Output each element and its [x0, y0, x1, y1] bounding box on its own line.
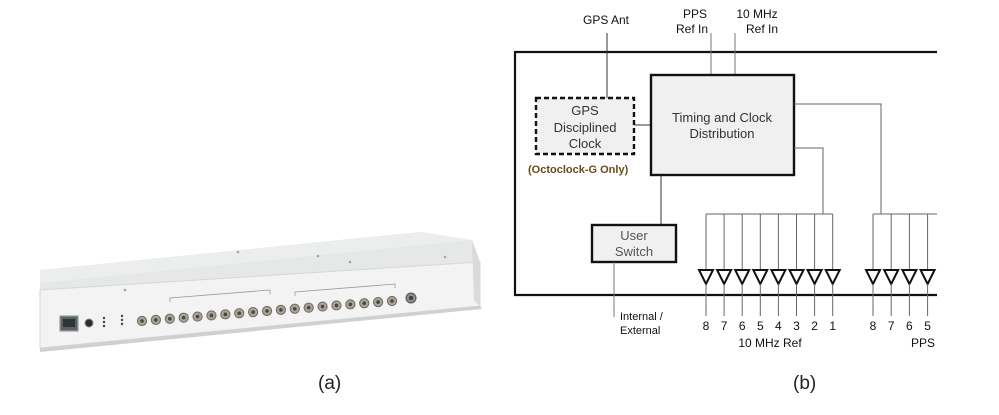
ten-mhz-ref-in-label-1: 10 MHz	[736, 7, 777, 21]
panel-b-block-diagram: GPS Ant PPS Ref In 10 MHz Ref In GPS Dis…	[513, 7, 937, 350]
timing-block-line1: Timing and Clock	[672, 110, 772, 125]
pps-group-bracket	[294, 283, 396, 296]
ten-mhz-output-number: 4	[775, 319, 782, 333]
bnc-connector-core	[306, 305, 311, 310]
switch-block-line1: User	[620, 228, 648, 243]
internal-external-label-1: Internal /	[620, 311, 664, 323]
bnc-connector-core	[390, 299, 394, 303]
bnc-connector-core	[237, 311, 242, 316]
switch-block-line2: Switch	[615, 244, 653, 259]
led-indicator	[120, 318, 124, 322]
timing-block-line2: Distribution	[689, 126, 754, 141]
led-indicator	[120, 314, 124, 318]
bnc-connector-core	[320, 304, 325, 309]
user-switch-knob[interactable]	[84, 318, 94, 328]
ten-mhz-buffer-triangle	[697, 269, 715, 287]
pps-buffer-triangle	[864, 269, 882, 287]
bnc-connector-core	[181, 315, 186, 320]
ten-mhz-buffer-triangle	[769, 269, 788, 287]
caption-a: (a)	[318, 373, 342, 394]
bnc-connectors	[136, 295, 398, 327]
pps-label: PPS	[911, 336, 935, 350]
gps-block-line3: Clock	[569, 136, 602, 151]
enclosure-outline	[513, 50, 937, 297]
bnc-connector-core	[223, 312, 228, 317]
ten-mhz-output-number: 6	[739, 319, 746, 333]
bnc-connector-core	[362, 301, 367, 306]
pps-output-number: 7	[888, 319, 895, 333]
pps-output-number: 6	[906, 319, 913, 333]
led-indicator	[102, 320, 106, 324]
ten-mhz-buffer-triangle	[751, 269, 769, 287]
screw	[316, 254, 320, 258]
caption-b: (b)	[793, 373, 817, 394]
bnc-connector-core	[195, 314, 200, 319]
pps-distribution-wire	[794, 103, 882, 214]
screw	[348, 260, 352, 264]
gps-disciplined-clock-block	[534, 96, 636, 156]
screw	[236, 250, 240, 254]
screw	[123, 288, 127, 292]
led-indicator	[120, 322, 124, 326]
timing-clock-distribution-block	[649, 73, 796, 177]
pps-buffer-triangle	[900, 269, 919, 287]
bnc-connector-core	[167, 316, 172, 321]
device-bottom-shadow	[40, 306, 482, 352]
ten-mhz-buffer-triangle	[805, 269, 824, 287]
ten-mhz-group-bracket	[169, 289, 271, 302]
ten-mhz-output-number: 1	[829, 319, 836, 333]
ten-mhz-buffer-triangle	[733, 269, 751, 287]
pps-output-number: 8	[870, 319, 877, 333]
status-leds	[102, 314, 124, 328]
bnc-connector-core	[154, 318, 158, 322]
pps-buffer-triangle	[882, 269, 900, 287]
device-top-highlight	[40, 232, 472, 283]
device-right-side	[472, 240, 480, 306]
ten-mhz-output-number: 2	[811, 319, 818, 333]
bnc-connector-core	[376, 300, 380, 304]
ten-mhz-ref-label: 10 MHz Ref	[738, 336, 802, 350]
bnc-connector-core	[209, 313, 214, 318]
led-indicator	[102, 316, 106, 320]
pps-output-number: 5	[924, 319, 931, 333]
bnc-connector-core	[348, 302, 353, 307]
led-indicator	[102, 324, 106, 328]
pps-buffer-triangle	[918, 269, 937, 287]
gps-block-line2: Disciplined	[554, 120, 617, 135]
internal-external-label-2: External	[620, 325, 660, 337]
octoclock-g-only-note: (Octoclock-G Only)	[528, 164, 629, 176]
ten-mhz-distribution-wire	[794, 147, 824, 214]
screw	[443, 255, 447, 259]
ten-mhz-output-number: 8	[703, 319, 710, 333]
power-connector-core	[409, 296, 413, 300]
ten-mhz-buffer-triangle	[715, 269, 733, 287]
panel-a-device-photo	[39, 232, 482, 352]
ten-mhz-buffer-triangle	[787, 269, 806, 287]
bnc-connector-core	[140, 319, 144, 323]
ten-mhz-output-number: 5	[757, 319, 764, 333]
ten-mhz-output-number: 3	[793, 319, 800, 333]
ethernet-port-inner	[63, 319, 75, 327]
ten-mhz-ref-in-label-2: Ref In	[746, 22, 778, 36]
user-switch-block	[590, 223, 678, 264]
gps-block-line1: GPS	[571, 103, 599, 118]
bnc-connector-core	[279, 308, 283, 312]
bnc-connector-core	[334, 303, 339, 308]
pps-ref-in-label-2: Ref In	[676, 22, 708, 36]
bnc-connector-core	[265, 309, 269, 313]
bnc-connector-core	[292, 306, 297, 311]
ten-mhz-output-number: 7	[721, 319, 728, 333]
bnc-connector-core	[251, 310, 255, 314]
gps-ant-label: GPS Ant	[583, 13, 630, 27]
ten-mhz-buffer-triangle	[824, 269, 842, 287]
pps-ref-in-label-1: PPS	[683, 7, 707, 21]
